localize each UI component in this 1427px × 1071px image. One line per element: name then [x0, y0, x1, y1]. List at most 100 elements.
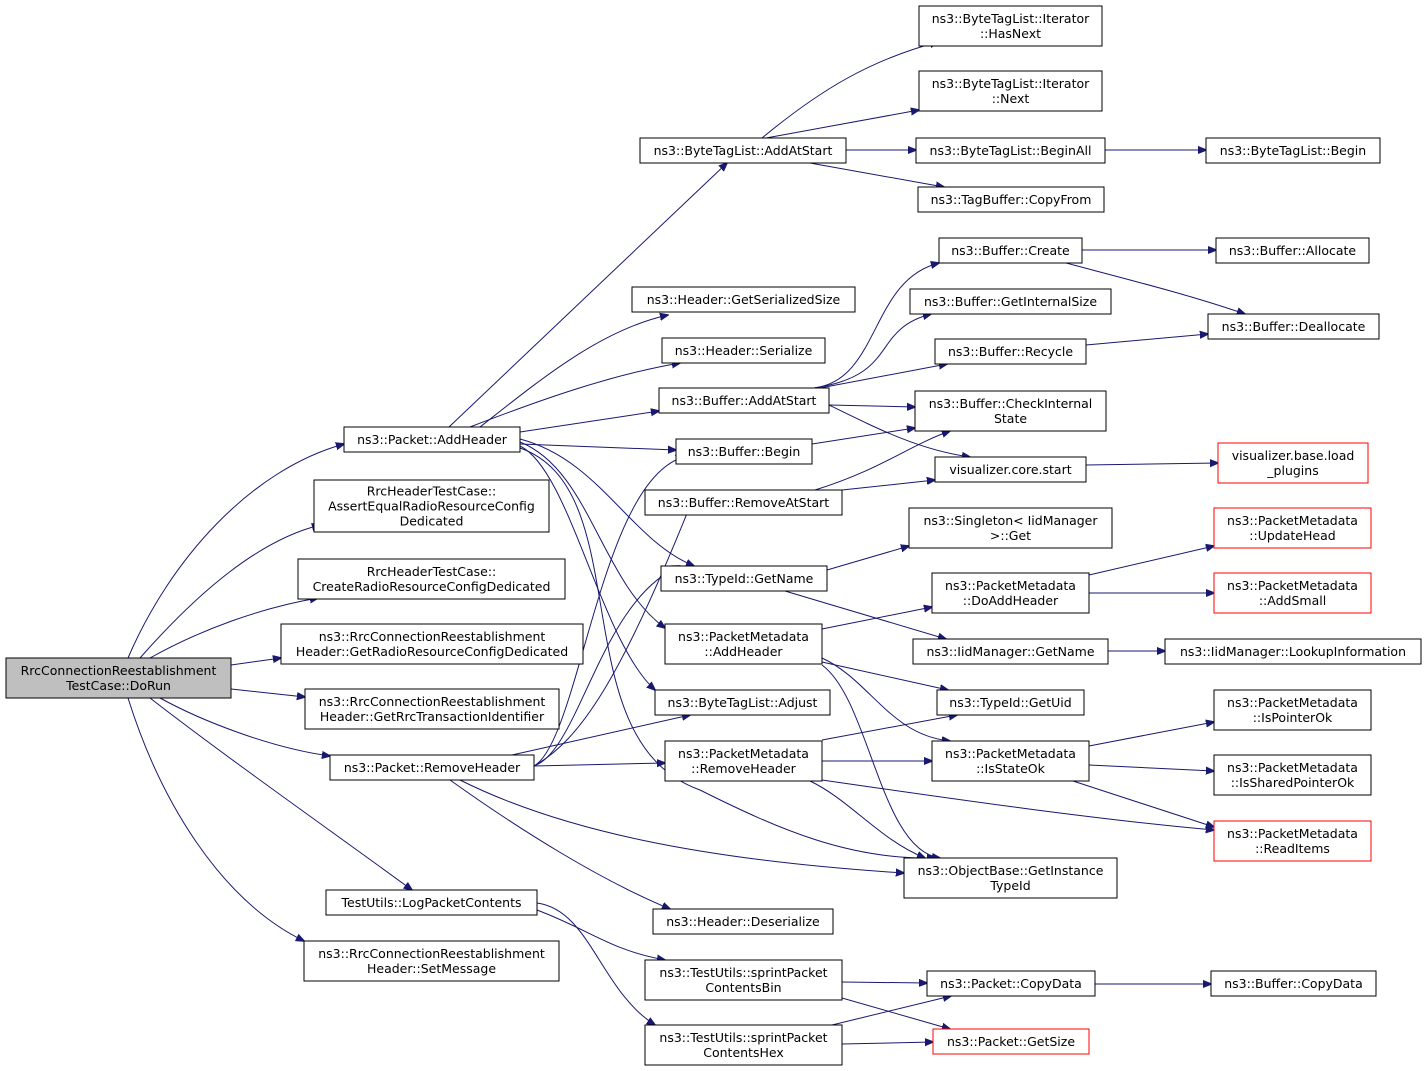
call-edge: [831, 996, 951, 1026]
node-pm-remove-header[interactable]: ns3::PacketMetadata::RemoveHeader: [664, 740, 823, 782]
node-label: RrcHeaderTestCase::: [367, 564, 497, 579]
node-label: ns3::Packet::GetSize: [947, 1034, 1075, 1049]
call-edge: [765, 110, 919, 139]
node-box: [644, 489, 843, 516]
node-hdr-deserialize[interactable]: ns3::Header::Deserialize: [652, 908, 834, 935]
node-pm-is-shared-ptr-ok[interactable]: ns3::PacketMetadata::IsSharedPointerOk: [1213, 754, 1372, 796]
node-buf-get-internal-size[interactable]: ns3::Buffer::GetInternalSize: [909, 288, 1112, 315]
node-buf-copy-data[interactable]: ns3::Buffer::CopyData: [1210, 970, 1377, 997]
node-btl-begin-all[interactable]: ns3::ByteTagList::BeginAll: [915, 137, 1106, 164]
call-edge-arrow: [765, 110, 919, 139]
node-remove-header[interactable]: ns3::Packet::RemoveHeader: [329, 754, 535, 781]
call-edge-arrow: [1088, 722, 1214, 747]
node-btl-adjust[interactable]: ns3::ByteTagList::Adjust: [654, 689, 831, 716]
call-edge-arrow: [841, 1042, 933, 1044]
node-box: [675, 438, 813, 465]
node-root[interactable]: RrcConnectionReestablishmentTestCase::Do…: [5, 657, 232, 699]
node-label: ns3::Buffer::Allocate: [1229, 243, 1357, 258]
node-pkt-get-size[interactable]: ns3::Packet::GetSize: [932, 1028, 1090, 1055]
node-hdr-get-ser-size[interactable]: ns3::Header::GetSerializedSize: [631, 286, 856, 313]
node-label: ns3::TypeId::GetUid: [949, 695, 1071, 710]
call-edge: [149, 697, 412, 890]
node-pm-add-small[interactable]: ns3::PacketMetadata::AddSmall: [1213, 572, 1372, 614]
node-label: Header::SetMessage: [367, 961, 496, 976]
node-box: [1207, 313, 1380, 340]
node-label: CreateRadioResourceConfigDedicated: [313, 579, 551, 594]
node-get-rrc-trans[interactable]: ns3::RrcConnectionReestablishmentHeader:…: [304, 688, 560, 730]
node-buf-recycle[interactable]: ns3::Buffer::Recycle: [934, 338, 1087, 365]
node-pm-is-pointer-ok[interactable]: ns3::PacketMetadata::IsPointerOk: [1213, 689, 1372, 731]
call-edge-arrow: [519, 411, 659, 433]
node-iid-get-name[interactable]: ns3::IidManager::GetName: [912, 638, 1109, 665]
node-label: ns3::RrcConnectionReestablishment: [319, 694, 546, 709]
node-hdr-serialize[interactable]: ns3::Header::Serialize: [661, 337, 826, 364]
node-buf-create[interactable]: ns3::Buffer::Create: [938, 237, 1083, 264]
node-create-radio[interactable]: RrcHeaderTestCase::CreateRadioResourceCo…: [297, 558, 566, 600]
node-buf-add-at-start[interactable]: ns3::Buffer::AddAtStart: [658, 387, 830, 414]
node-label: RrcHeaderTestCase::: [367, 484, 497, 499]
node-it-has-next[interactable]: ns3::ByteTagList::Iterator::HasNext: [918, 5, 1103, 47]
node-box: [1213, 820, 1372, 862]
node-add-header[interactable]: ns3::Packet::AddHeader: [343, 426, 521, 453]
node-label: ns3::PacketMetadata: [678, 746, 809, 761]
call-edge-arrow: [813, 263, 939, 389]
call-edge-arrow: [149, 598, 318, 659]
call-edge-arrow: [813, 314, 931, 389]
node-tb-copy-from[interactable]: ns3::TagBuffer::CopyFrom: [917, 186, 1105, 213]
node-pm-is-state-ok[interactable]: ns3::PacketMetadata::IsStateOk: [931, 740, 1090, 782]
call-edge: [821, 661, 948, 690]
node-pm-add-header[interactable]: ns3::PacketMetadata::AddHeader: [664, 623, 823, 665]
node-buf-remove-at-start[interactable]: ns3::Buffer::RemoveAtStart: [644, 489, 843, 516]
node-singleton-get[interactable]: ns3::Singleton< IidManager>::Get: [908, 507, 1113, 549]
edges: [127, 42, 1245, 1044]
node-buf-allocate[interactable]: ns3::Buffer::Allocate: [1215, 237, 1370, 264]
node-viz-core-start[interactable]: visualizer.core.start: [934, 456, 1087, 483]
call-edge-arrow: [127, 444, 344, 659]
node-type-get-name[interactable]: ns3::TypeId::GetName: [660, 565, 828, 592]
node-pm-update-head[interactable]: ns3::PacketMetadata::UpdateHead: [1213, 507, 1372, 549]
node-box: [654, 689, 831, 716]
node-box: [918, 5, 1103, 47]
node-label: ns3::Buffer::Deallocate: [1222, 319, 1366, 334]
node-pm-do-add-header[interactable]: ns3::PacketMetadata::DoAddHeader: [931, 572, 1090, 614]
node-label: TestCase::DoRun: [65, 678, 171, 693]
node-buf-begin[interactable]: ns3::Buffer::Begin: [675, 438, 813, 465]
node-it-next[interactable]: ns3::ByteTagList::Iterator::Next: [918, 70, 1103, 112]
node-btl-add-at-start[interactable]: ns3::ByteTagList::AddAtStart: [639, 137, 847, 164]
node-box: [639, 137, 847, 164]
node-iid-lookup[interactable]: ns3::IidManager::LookupInformation: [1164, 638, 1422, 665]
call-edge-arrow: [533, 763, 665, 766]
node-get-radio-res[interactable]: ns3::RrcConnectionReestablishmentHeader:…: [280, 623, 584, 665]
node-box: [926, 970, 1096, 997]
node-label: ns3::IidManager::LookupInformation: [1180, 644, 1406, 659]
node-box: [918, 70, 1103, 112]
node-box: [1213, 507, 1372, 549]
node-box: [631, 286, 856, 313]
call-edge-arrow: [449, 779, 670, 909]
node-pkt-copy-data[interactable]: ns3::Packet::CopyData: [926, 970, 1096, 997]
call-edge-arrow: [821, 779, 1214, 830]
node-buf-deallocate[interactable]: ns3::Buffer::Deallocate: [1207, 313, 1380, 340]
node-label: ns3::Buffer::CopyData: [1224, 976, 1363, 991]
node-btl-begin[interactable]: ns3::ByteTagList::Begin: [1205, 137, 1381, 164]
node-pm-read-items[interactable]: ns3::PacketMetadata::ReadItems: [1213, 820, 1372, 862]
call-edge: [821, 779, 1214, 830]
node-log-packet[interactable]: TestUtils::LogPacketContents: [325, 889, 538, 916]
call-edge-arrow: [479, 315, 668, 428]
node-viz-base-load[interactable]: visualizer.base.load_plugins: [1217, 442, 1369, 484]
node-label: ns3::Buffer::CheckInternal: [929, 396, 1093, 411]
node-box: [658, 387, 830, 414]
call-edge-arrow: [1088, 764, 1214, 771]
node-label: ns3::Packet::AddHeader: [357, 432, 508, 447]
node-label: ::AddSmall: [1259, 593, 1326, 608]
call-edge: [811, 428, 915, 445]
node-set-message[interactable]: ns3::RrcConnectionReestablishmentHeader:…: [303, 940, 560, 982]
node-label: ns3::PacketMetadata: [945, 578, 1076, 593]
node-box: [297, 558, 566, 600]
node-assert-equal[interactable]: RrcHeaderTestCase::AssertEqualRadioResou…: [313, 479, 550, 533]
node-type-get-uid[interactable]: ns3::TypeId::GetUid: [936, 689, 1085, 716]
